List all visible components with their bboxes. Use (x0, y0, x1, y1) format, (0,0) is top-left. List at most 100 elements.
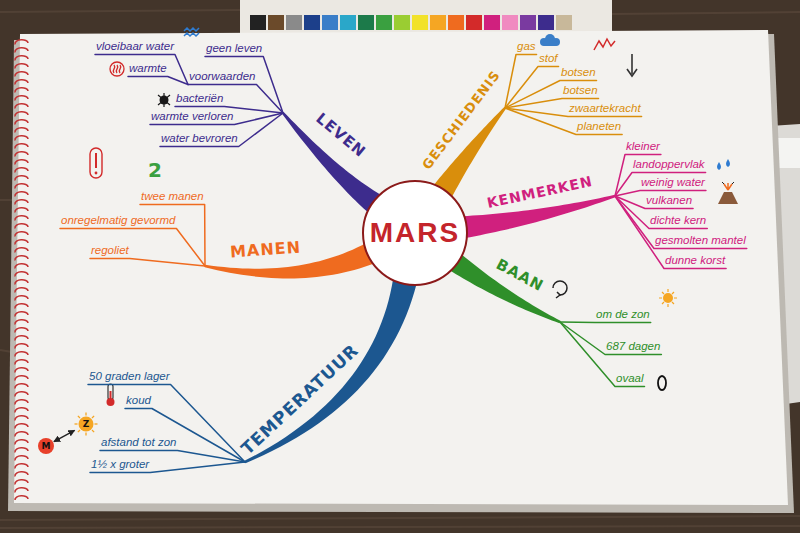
node-text: zwaartekracht (568, 102, 642, 117)
center-circle: MARS (362, 180, 468, 286)
topic-text: weinig water (640, 176, 706, 191)
heat-icon (110, 62, 124, 76)
topic-text: regoliet (90, 244, 130, 259)
topic-text: warmte verloren (150, 110, 234, 125)
branch-title: TEMPERATUUR (235, 338, 366, 462)
branch-band (449, 254, 561, 324)
node-text: afstand tot zon (100, 436, 177, 451)
branch-name: TEMPERATUUR (238, 341, 363, 459)
node-text: bacteriën (175, 92, 224, 107)
node-text: 687 dagen (605, 340, 661, 355)
topic-text: water bevroren (160, 132, 239, 147)
topic-line (95, 55, 188, 85)
node-text: vloeibaar water (95, 40, 175, 55)
topic-line (125, 409, 245, 463)
topic-text: 50 graden lager (88, 370, 171, 385)
topic-text: kleiner (625, 140, 661, 155)
topic-text: dunne korst (664, 254, 726, 269)
node-text: regoliet (90, 244, 130, 259)
topic-text: geen leven (205, 42, 263, 57)
topic-text: koud (125, 394, 152, 409)
node-text: 50 graden lager (88, 370, 171, 385)
topic-text: vulkanen (645, 194, 693, 209)
node-text: botsen (560, 66, 597, 81)
node-text: stof (538, 52, 559, 67)
branch-title: KENMERKEN (482, 171, 597, 212)
node-text: gesmolten mantel (654, 234, 747, 249)
node-text: M (42, 442, 51, 451)
branch-title: MANEN (226, 237, 304, 263)
topic-line (60, 229, 205, 267)
topic-line (560, 322, 661, 355)
node-text: ovaal (615, 372, 645, 387)
topic-text: onregelmatig gevormd (60, 214, 176, 229)
branch-title: BAAN (489, 253, 549, 297)
branch-name: LEVEN (312, 109, 368, 160)
branch-name: KENMERKEN (486, 173, 595, 211)
topic-line (615, 196, 726, 269)
sun-ray (85, 433, 86, 436)
node-text: onregelmatig gevormd (60, 214, 176, 229)
topic-text: bacteriën (175, 92, 224, 107)
topic-line (90, 259, 205, 267)
node-text: warmte (128, 62, 168, 77)
topic-line (560, 321, 651, 323)
node-text: dichte kern (649, 214, 707, 229)
marker-box (240, 0, 612, 33)
node-text: dunne korst (664, 254, 726, 269)
distance-arrow (54, 430, 75, 441)
sun-ray (95, 423, 98, 424)
topic-text: gesmolten mantel (654, 234, 747, 249)
thermometer-icon (107, 384, 115, 406)
node-text: 1½ x groter (90, 458, 150, 473)
topic-text: dichte kern (649, 214, 707, 229)
sun-ray (78, 430, 80, 432)
planet-badge: M (38, 438, 54, 454)
exclamation-icon (90, 148, 102, 178)
callout-number: 2 (148, 160, 162, 180)
node-text: kleiner (625, 140, 661, 155)
node-text: water bevroren (160, 132, 239, 147)
node-text: landoppervlak (632, 158, 706, 173)
topic-line (615, 173, 706, 197)
paper-tag (778, 138, 800, 168)
water-waves-icon (184, 28, 199, 36)
node-text: koud (125, 394, 152, 409)
sun-ray (85, 413, 86, 416)
orbit-arrow-icon (553, 281, 567, 298)
node-text: botsen (562, 84, 599, 99)
topic-text: ovaal (615, 372, 645, 387)
topic-text: 687 dagen (605, 340, 661, 355)
sun-ray (92, 430, 94, 432)
topic-line (128, 77, 188, 85)
branch-title: GESCHIEDENIS (417, 65, 506, 176)
sun-ray (78, 416, 80, 418)
topic-text: vloeibaar water (95, 40, 175, 55)
branch-title: LEVEN (309, 107, 371, 164)
node-text: weinig water (640, 176, 706, 191)
connector-group (54, 55, 747, 473)
sun-ray (92, 416, 94, 418)
cloud-icon (540, 34, 560, 46)
node-text: warmte verloren (150, 110, 234, 125)
bacteria-icon (158, 93, 170, 107)
branch-name: MANEN (229, 239, 301, 262)
node-text: voorwaarden (188, 70, 256, 85)
branch-band (462, 195, 615, 238)
node-text: geen leven (205, 42, 263, 57)
topic-text: botsen (560, 66, 597, 81)
spiral-binding (12, 38, 30, 500)
topic-text: planeten (576, 120, 622, 135)
branch-name: GESCHIEDENIS (420, 68, 504, 173)
topic-text: twee manen (140, 190, 205, 205)
topic-text: botsen (562, 84, 599, 99)
topic-text: afstand tot zon (100, 436, 177, 451)
volcano-icon (718, 182, 738, 204)
topic-line (505, 67, 559, 109)
topic-text: warmte (128, 62, 168, 77)
topic-text: gas (516, 40, 537, 55)
wood-grain (0, 10, 800, 528)
topic-line (140, 205, 205, 267)
topic-text: 1½ x groter (90, 458, 150, 473)
